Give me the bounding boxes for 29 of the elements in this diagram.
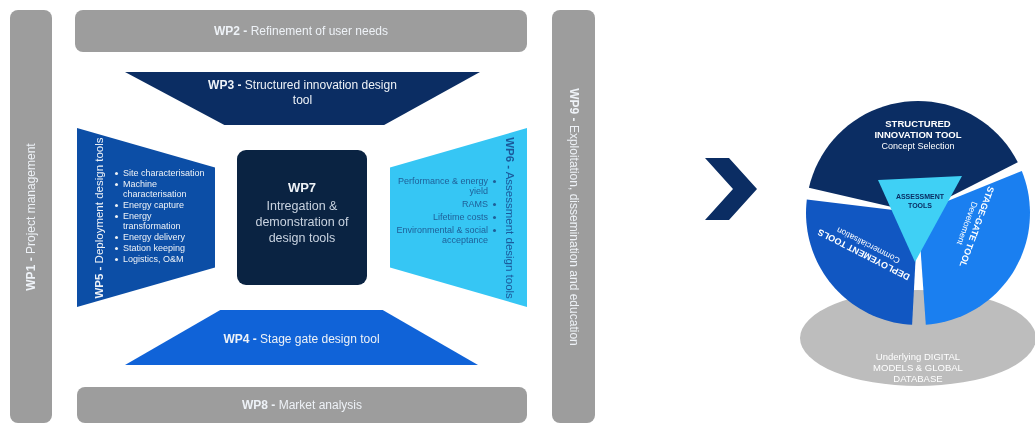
bullet-item: Station keeping <box>115 243 207 253</box>
band-label: WP1 - Project management <box>24 142 38 291</box>
segment-title: STRUCTURED INNOVATION TOOL <box>873 118 963 140</box>
panel-heading: WP5 - Deployment design tools <box>93 137 105 299</box>
box-text: Intregation & demonstration of design tools <box>254 198 350 246</box>
bullet-item: Site characterisation <box>115 168 207 178</box>
bullet-item: Performance & energy yield <box>396 176 496 196</box>
bullet-item: RAMS <box>396 199 496 209</box>
bullet-item: Lifetime costs <box>396 212 496 222</box>
ellipse-label: Underlying DIGITAL MODELS & GLOBAL DATABASE <box>872 351 964 384</box>
panel-heading: WP4 - Stage gate design tool <box>222 332 381 346</box>
work-package-band <box>77 387 527 423</box>
bullet-item: Energy delivery <box>115 232 207 242</box>
panel-heading: WP6 - Assessment design tools <box>504 137 516 299</box>
bullet-item: Energy capture <box>115 200 207 210</box>
work-package-band <box>75 10 527 52</box>
box-heading: WP7 <box>286 180 318 195</box>
band-label: WP8 - Market analysis <box>240 398 363 412</box>
bullet-item: Logistics, O&M <box>115 254 207 264</box>
panel-heading: WP3 - Structured innovation design tool <box>207 78 398 108</box>
work-package-band <box>552 10 595 423</box>
bullet-item: Environmental & social acceptance <box>396 225 496 245</box>
segment-subtitle: Concept Selection <box>880 141 956 151</box>
work-package-band <box>10 10 52 423</box>
band-label: WP9 - Exploitation, dissemination and education <box>566 87 581 346</box>
bullet-item: Energy transformation <box>115 211 207 231</box>
work-package-box <box>237 150 367 285</box>
band-label: WP2 - Refinement of user needs <box>212 24 390 38</box>
bullet-item: Machine characterisation <box>115 179 207 199</box>
